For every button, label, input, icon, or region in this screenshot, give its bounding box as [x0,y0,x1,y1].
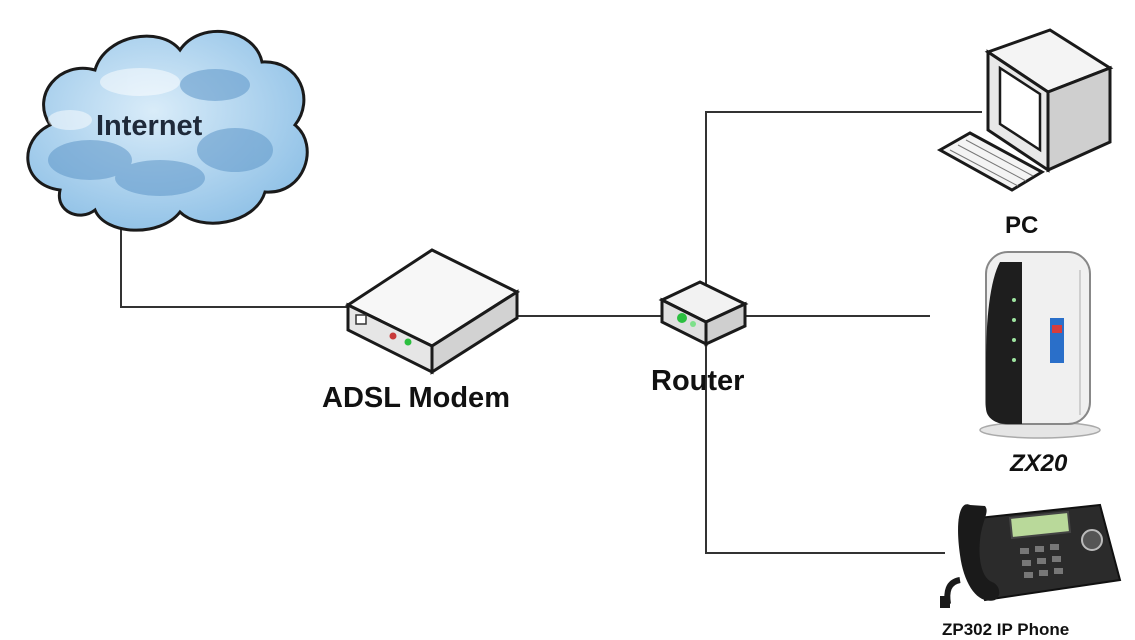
zx20-label: ZX20 [1010,450,1068,477]
internet-label: Internet [96,110,203,142]
router-pc-link [705,111,982,290]
router-label: Router [651,365,745,397]
modem-label: ADSL Modem [322,382,510,414]
router-phone-link [705,340,945,554]
phone-label: ZP302 IP Phone [942,620,1070,639]
internet-modem-link [120,228,360,308]
pc-label: PC [1005,212,1039,239]
